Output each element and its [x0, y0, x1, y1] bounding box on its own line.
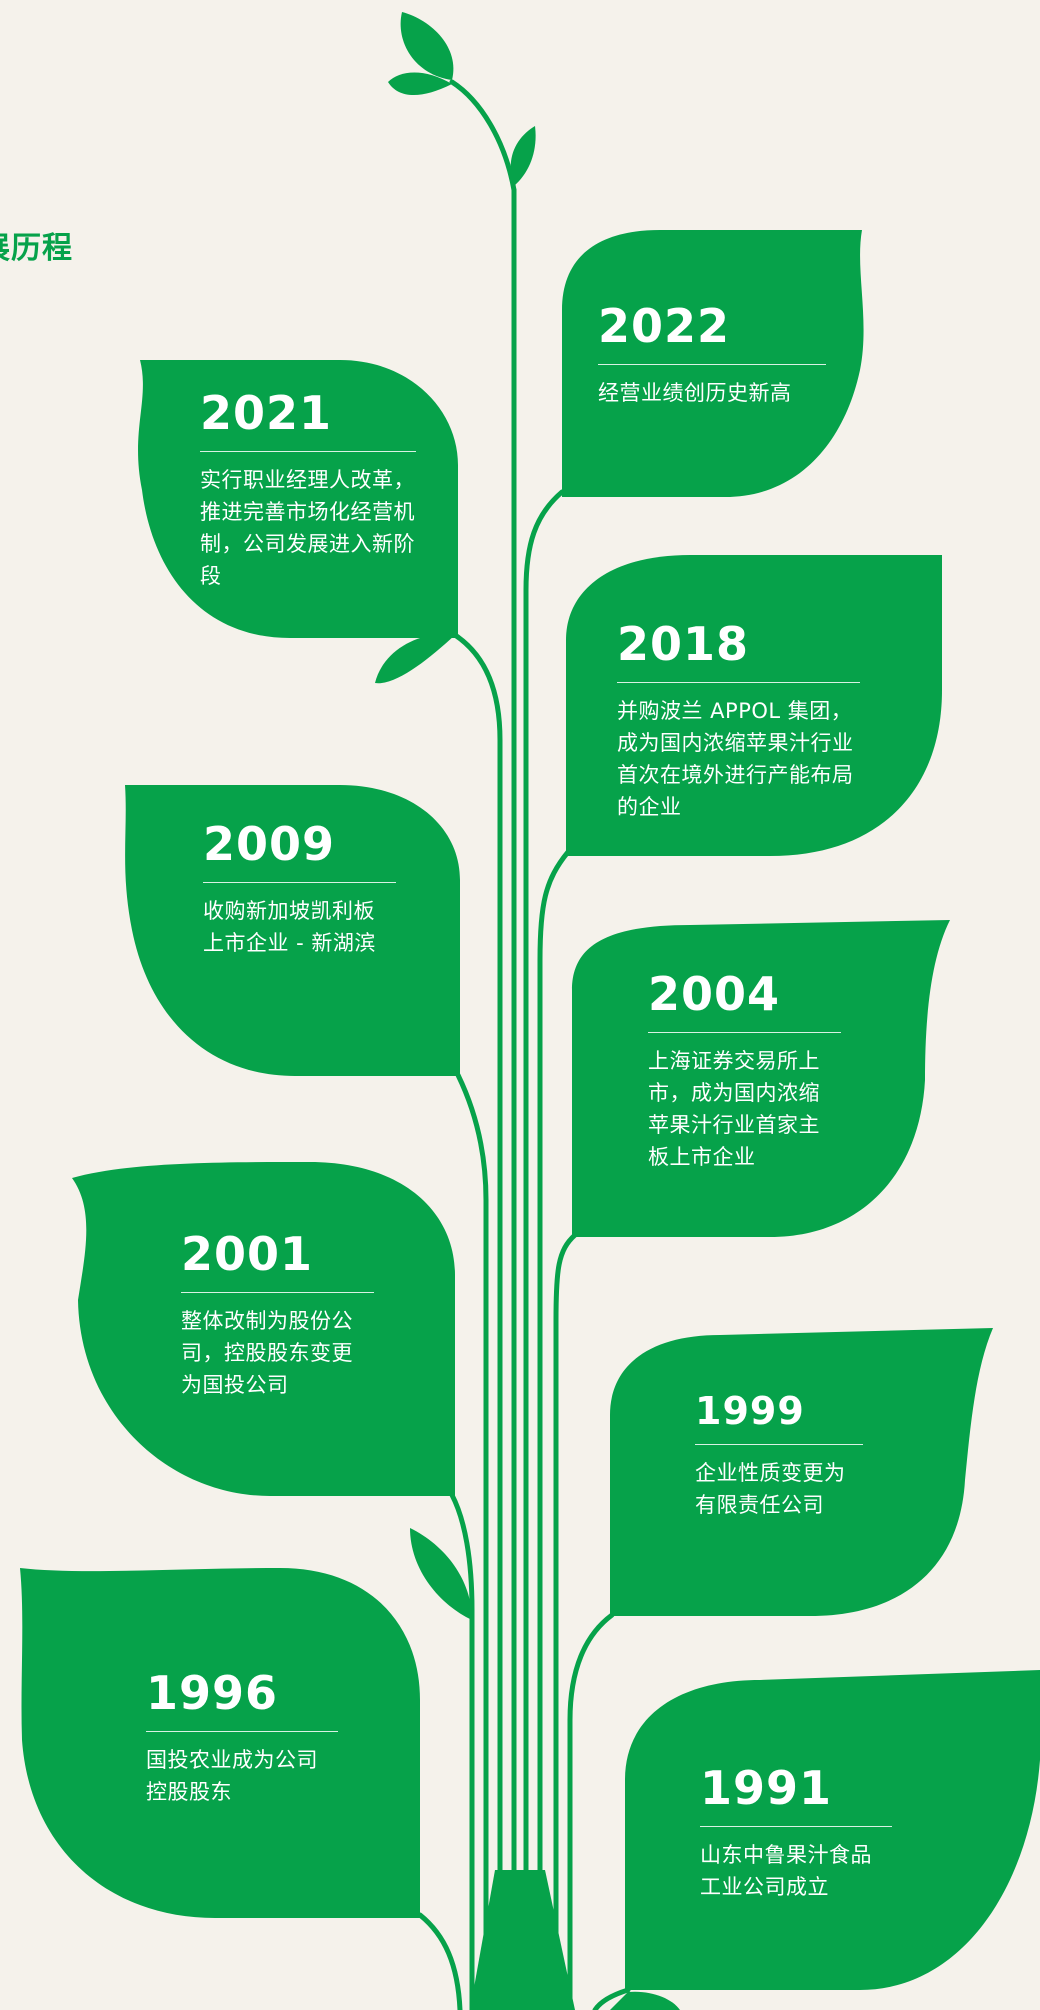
milestone-year: 2021 [200, 385, 416, 452]
milestone-1996: 1996 国投农业成为公司控股股东 [146, 1665, 338, 1808]
stem-sprout-left [449, 79, 517, 193]
milestone-text: 经营业绩创历史新高 [598, 381, 792, 405]
milestone-text: 整体改制为股份公司，控股股东变更为国投公司 [181, 1309, 353, 1397]
sprout-leaf-left [388, 72, 452, 96]
milestone-1999: 1999 企业性质变更为有限责任公司 [695, 1388, 863, 1521]
milestone-text: 山东中鲁果汁食品工业公司成立 [700, 1843, 872, 1899]
milestone-2004: 2004 上海证券交易所上市，成为国内浓缩苹果汁行业首家主板上市企业 [648, 966, 841, 1173]
milestone-1991: 1991 山东中鲁果汁食品工业公司成立 [700, 1760, 892, 1903]
stem-2009 [455, 1072, 489, 2010]
milestone-year: 2001 [181, 1226, 374, 1293]
stem-1996 [417, 1912, 463, 2010]
milestone-2022: 2022 经营业绩创历史新高 [598, 298, 826, 409]
page-title: 展历程 [0, 232, 73, 265]
milestone-2018: 2018 并购波兰 APPOL 集团，成为国内浓缩苹果汁行业首次在境外进行产能布… [617, 616, 860, 823]
leaf-2001 [72, 1162, 455, 1496]
small-leaf-2021 [375, 634, 455, 684]
small-leaf-1991 [610, 1991, 680, 2010]
stem-2018 [537, 849, 571, 2010]
milestone-2001: 2001 整体改制为股份公司，控股股东变更为国投公司 [181, 1226, 374, 1401]
milestone-year: 1999 [695, 1388, 863, 1445]
stem-2022 [523, 489, 565, 2010]
leaf-2018 [566, 555, 942, 856]
stem-2001 [449, 1492, 475, 2010]
leaf-2021 [138, 360, 458, 638]
milestone-year: 1996 [146, 1665, 338, 1732]
trunk-base [470, 1870, 575, 2010]
milestone-year: 2022 [598, 298, 826, 365]
leaf-2009 [125, 785, 460, 1076]
milestone-text: 国投农业成为公司控股股东 [146, 1748, 318, 1804]
milestone-text: 收购新加坡凯利板上市企业 - 新湖滨 [203, 899, 376, 955]
milestone-year: 2018 [617, 616, 860, 683]
milestone-text: 实行职业经理人改革，推进完善市场化经营机制，公司发展进入新阶段 [200, 468, 415, 588]
leaf-2022 [562, 230, 864, 497]
milestone-year: 1991 [700, 1760, 892, 1827]
milestone-text: 企业性质变更为有限责任公司 [695, 1461, 846, 1517]
milestone-2021: 2021 实行职业经理人改革，推进完善市场化经营机制，公司发展进入新阶段 [200, 385, 416, 592]
milestone-year: 2004 [648, 966, 841, 1033]
small-leaf-2001 [410, 1528, 472, 1620]
stem-1991 [592, 1987, 631, 2010]
stem-2004 [553, 1232, 578, 2010]
milestone-text: 上海证券交易所上市，成为国内浓缩苹果汁行业首家主板上市企业 [648, 1049, 820, 1169]
leaf-1996 [20, 1568, 420, 1918]
leaf-2004 [572, 920, 950, 1237]
milestone-year: 2009 [203, 816, 396, 883]
sprout-leaf-right [510, 126, 536, 186]
stem-1999 [567, 1612, 615, 2010]
stem-2021 [452, 632, 503, 2010]
milestone-text: 并购波兰 APPOL 集团，成为国内浓缩苹果汁行业首次在境外进行产能布局的企业 [617, 699, 854, 819]
milestone-2009: 2009 收购新加坡凯利板上市企业 - 新湖滨 [203, 816, 396, 959]
sprout-leaf-top [400, 12, 454, 80]
leaf-1999 [610, 1328, 993, 1616]
leaf-1991 [625, 1670, 1040, 1990]
